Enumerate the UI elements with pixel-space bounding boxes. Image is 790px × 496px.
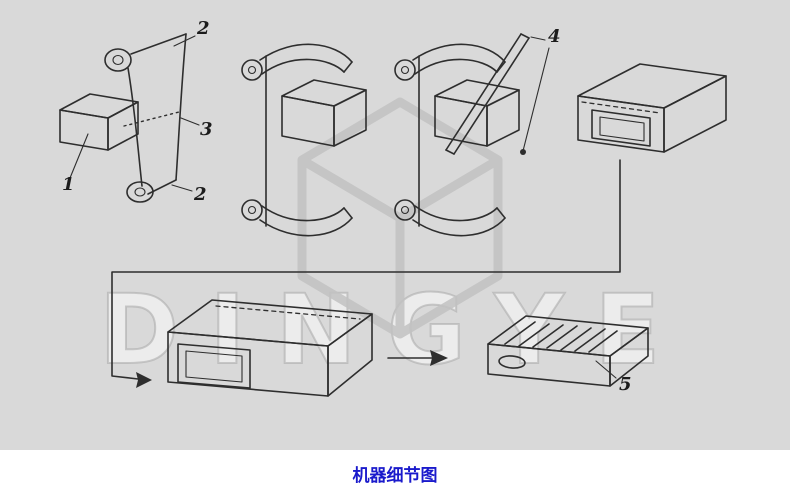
wrapped-box [434,79,520,147]
brand-cube-logo-watermark [297,97,503,339]
open-end [177,343,251,389]
leader-2-bottom [171,184,193,192]
leader-1 [69,133,89,179]
process-diagram: 1 2 3 2 [59,18,727,397]
film-roll-bottom [126,181,154,203]
film-flap-bottom [412,217,506,237]
roller-top [394,59,416,81]
leader-5 [595,360,617,379]
flow-line [111,159,621,388]
station-wrapping [241,43,367,237]
label-cutter: 4 [548,26,561,47]
flow-arrowhead [136,372,152,388]
watermark-text: DINGYE [98,274,691,386]
wrapped-product-top [577,63,727,153]
wrapped-box [281,79,367,147]
leader-4a [530,36,546,41]
label-centerline: 3 [200,119,213,140]
seal-point [520,149,526,155]
shrink-lines [504,321,618,353]
film-flap-top [259,43,353,63]
open-end [591,109,651,147]
label-film-top: 2 [196,18,210,39]
roller-bottom [241,199,263,221]
product-box [59,93,139,151]
station-cutting: 4 [394,26,561,237]
caption-text: 机器细节图 [352,465,438,486]
roller-bottom [394,199,416,221]
diagram-panel: DINGYE [0,0,790,450]
roller-top [241,59,263,81]
film-flap-top [412,43,506,63]
arrowhead [430,350,448,366]
finished-package: 5 [487,315,649,395]
label-package: 5 [619,374,632,395]
vent-eye [498,355,526,369]
caption-bar: 机器细节图 [0,450,790,496]
sealing-cutter-bar [445,33,530,155]
leader-4b [522,47,550,152]
film-roll-top [104,48,132,72]
film-flap-bottom [259,217,353,237]
label-film-bottom: 2 [193,184,207,205]
wrapped-pack-bottom [167,299,373,397]
film-sheet [123,33,187,195]
leader-2-top [173,35,196,47]
transfer-arrow [387,350,448,366]
station-film-feed: 1 2 3 2 [59,18,213,205]
leader-3 [180,117,200,126]
label-box: 1 [62,174,75,195]
